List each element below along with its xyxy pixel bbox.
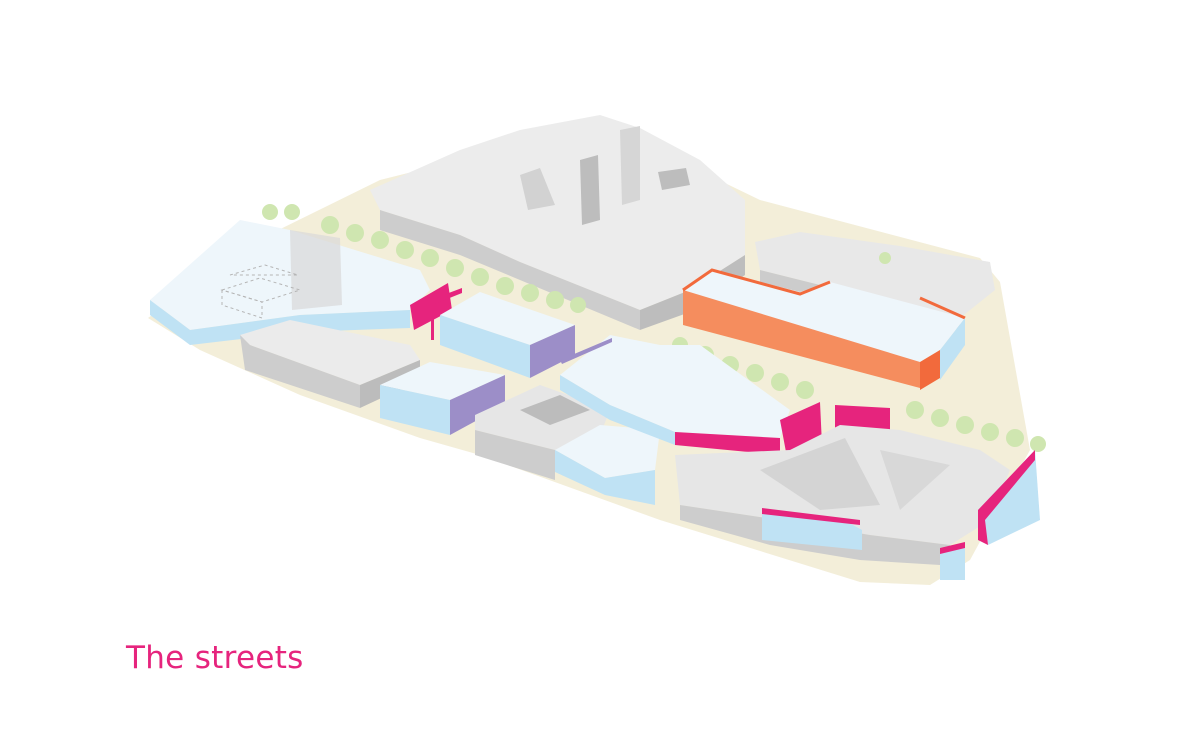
tree-icon: [321, 216, 339, 234]
diagram-caption: The streets: [126, 640, 304, 676]
tree-icon: [471, 268, 489, 286]
tree-icon: [1030, 436, 1046, 452]
existing-building-courtyard: [475, 385, 610, 480]
highlighted-building-orange: [682, 268, 966, 390]
tree-icon: [546, 291, 564, 309]
active-frontage-junction: [410, 283, 462, 340]
tree-icon: [496, 277, 514, 295]
tree-icon: [931, 409, 949, 427]
tree-icon: [746, 364, 764, 382]
tree-icon: [421, 249, 439, 267]
tree-icon: [796, 381, 814, 399]
tree-icon: [906, 401, 924, 419]
new-building-centre-north: [440, 292, 575, 378]
active-frontage-southeast: [762, 450, 1040, 580]
tree-icon: [446, 259, 464, 277]
tree-icon: [771, 373, 789, 391]
tree-icon: [262, 204, 278, 220]
tree-icon: [570, 297, 586, 313]
new-building-centre-south: [380, 362, 505, 435]
tree-icon: [981, 423, 999, 441]
tree-icon: [879, 252, 891, 264]
tree-icon: [521, 284, 539, 302]
tree-icon: [346, 224, 364, 242]
new-building-south: [555, 425, 660, 505]
existing-building-southeast: [675, 425, 1010, 565]
tree-icon: [956, 416, 974, 434]
tree-icon: [371, 231, 389, 249]
tree-icon: [396, 241, 414, 259]
tree-icon: [284, 204, 300, 220]
tree-icon: [1006, 429, 1024, 447]
